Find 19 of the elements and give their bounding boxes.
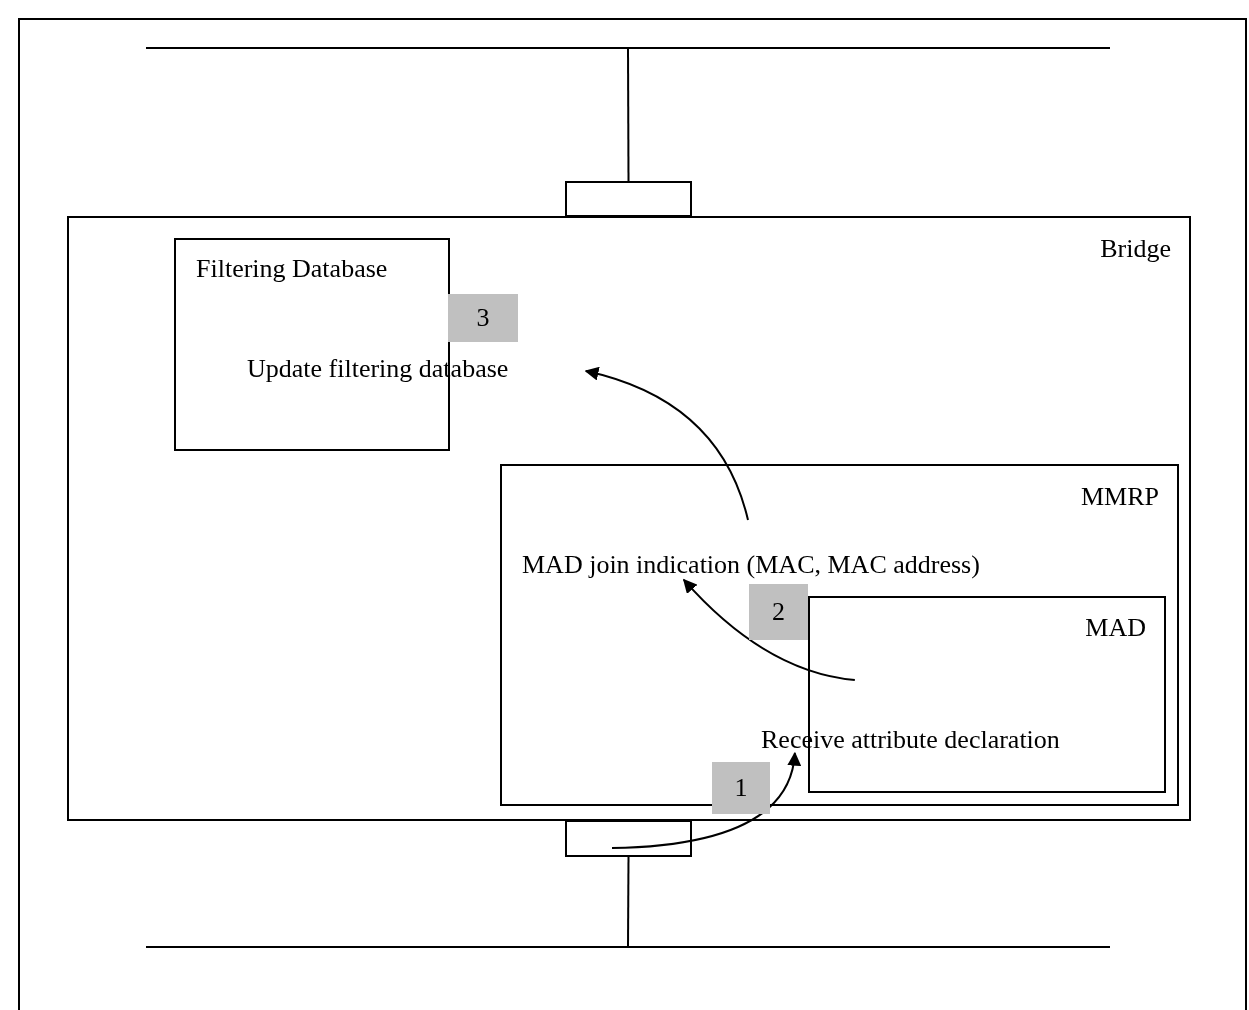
step-number: 1 [712,762,770,814]
connector-line [627,48,630,182]
component-box [500,464,1179,806]
box-title: MMRP [1080,482,1159,512]
step-number: 2 [749,584,808,640]
connector-line [627,856,630,947]
arrow [682,578,856,682]
box-title: Bridge [1100,234,1171,264]
step-number: 3 [448,294,518,342]
box-title: Filtering Database [196,254,388,284]
action-label: MAD join indication (MAC, MAC address) [522,550,980,580]
component-box [67,216,1191,821]
lan-segment-line [146,47,1110,49]
port-box [565,181,692,217]
port-box [565,820,692,857]
box-title: MAD [1085,613,1146,643]
arrow [584,367,749,521]
arrow [611,751,801,850]
lan-segment-line [146,946,1110,948]
